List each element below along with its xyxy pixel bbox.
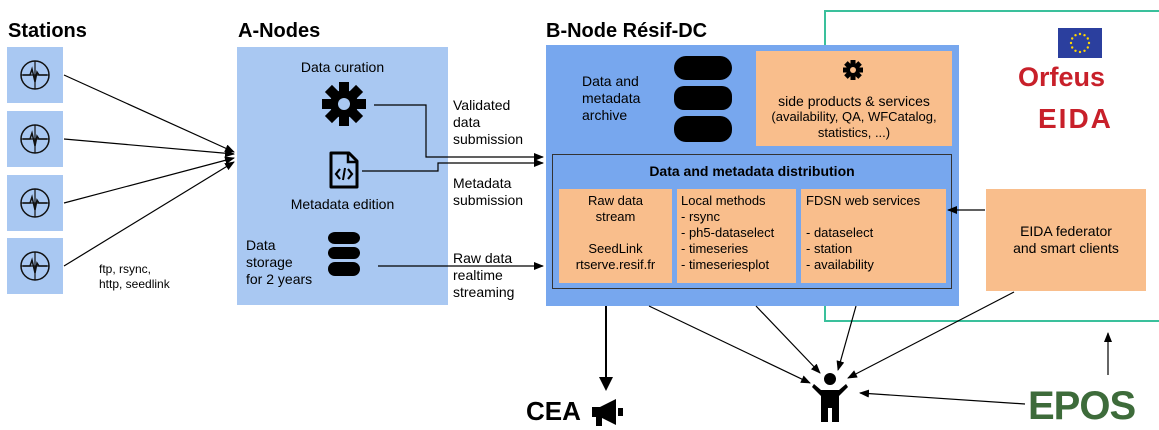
raw-stream-box — [559, 189, 672, 283]
seismometer-icon — [20, 124, 50, 154]
archive-line: metadata — [582, 90, 641, 106]
raw-streaming-label: Raw data realtime streaming — [453, 250, 514, 301]
protocols-line: http, seedlink — [99, 277, 170, 291]
archive-line: Data and — [582, 73, 639, 89]
raw-stream-line: Raw data — [588, 193, 643, 208]
orfeus-logo: Orfeus — [1018, 62, 1106, 92]
station-box — [7, 111, 63, 167]
user-arrow — [755, 305, 821, 374]
metadata-edition-label: Metadata edition — [290, 196, 395, 212]
local-method-item: - ph5-dataselect — [681, 225, 775, 240]
station-box — [7, 47, 63, 103]
gear-icon — [843, 60, 863, 80]
seismometer-icon — [20, 251, 50, 281]
distribution-box — [552, 154, 952, 289]
eida-federator-box — [986, 189, 1146, 291]
user-arrow — [847, 291, 1015, 379]
fdsn-title: FDSN web services — [806, 193, 921, 208]
flow-line: submission — [453, 131, 524, 147]
protocols-label: ftp, rsync, http, seedlink — [99, 262, 170, 292]
local-methods-label: Local methods - rsync - ph5-dataselect -… — [681, 193, 774, 273]
epos-logo: EPOS — [1028, 384, 1136, 428]
metadata-submission-label: Metadata submission — [453, 175, 523, 209]
archive-label: Data and metadata archive — [582, 73, 640, 124]
local-methods-title: Local methods — [681, 193, 766, 208]
eida-line: and smart clients — [1013, 240, 1119, 256]
local-method-item: - timeseries — [681, 241, 749, 256]
flow-line: data — [453, 114, 481, 130]
validated-submission-label: Validated data submission — [453, 97, 523, 148]
station-arrow — [63, 138, 235, 158]
eu-flag-icon — [1058, 28, 1102, 58]
station-arrow — [63, 156, 235, 204]
flow-line: realtime — [453, 267, 503, 283]
seedlink-line: SeedLink — [588, 241, 643, 256]
fdsn-label: FDSN web services - dataselect - station… — [806, 193, 920, 273]
local-methods-box — [677, 189, 796, 283]
side-line: (availability, QA, WFCatalog, — [771, 109, 937, 124]
user-icon — [812, 373, 848, 422]
eida-federator-label: EIDA federator and smart clients — [986, 223, 1146, 257]
bnode-title: B-Node Résif-DC — [546, 20, 708, 42]
data-storage-label: Data storage for 2 years — [246, 237, 312, 288]
epos-user-arrow — [859, 389, 1026, 405]
distribution-title: Data and metadata distribution — [649, 163, 855, 179]
raw-stream-label: Raw data stream SeedLink rtserve.resif.f… — [559, 193, 672, 273]
validated-arrow — [374, 104, 544, 161]
gear-icon — [322, 82, 366, 126]
seismometer-icon — [20, 60, 50, 90]
stations-title: Stations — [8, 20, 87, 42]
cea-label: CEA — [526, 396, 581, 426]
code-file-icon — [329, 151, 359, 189]
storage-line: for 2 years — [246, 271, 313, 287]
fdsn-item: - dataselect — [806, 225, 874, 240]
database-icon — [328, 232, 360, 276]
fdsn-item: - station — [806, 241, 853, 256]
seedlink-url: rtserve.resif.fr — [575, 257, 656, 272]
eida-line: EIDA federator — [1020, 223, 1112, 239]
megaphone-icon — [592, 399, 623, 426]
station-box — [7, 238, 63, 294]
side-products-label: side products & services (availability, … — [756, 93, 952, 141]
local-method-item: - rsync — [681, 209, 720, 224]
seismometer-icon — [20, 188, 50, 218]
database-icon — [674, 56, 732, 142]
station-box — [7, 175, 63, 231]
archive-line: archive — [582, 107, 628, 123]
protocols-line: ftp, rsync, — [99, 262, 152, 276]
user-arrow — [648, 305, 811, 384]
side-line: side products & services — [778, 93, 930, 109]
anodes-title: A-Nodes — [238, 20, 321, 42]
eida-logo: EIDA — [1038, 103, 1113, 134]
metadata-arrow — [362, 159, 544, 172]
raw-stream-line: stream — [595, 209, 636, 224]
flow-line: Validated — [453, 97, 511, 113]
station-arrow — [63, 74, 235, 153]
flow-line: streaming — [453, 284, 515, 300]
data-curation-label: Data curation — [300, 59, 385, 75]
user-arrow — [836, 305, 857, 371]
fdsn-item: - availability — [806, 257, 874, 272]
flow-line: Raw data — [453, 250, 513, 266]
local-method-item: - timeseriesplot — [681, 257, 770, 272]
storage-line: Data — [246, 237, 276, 253]
storage-line: storage — [246, 254, 293, 270]
flow-line: submission — [453, 192, 524, 208]
station-arrow — [63, 161, 235, 267]
flow-line: Metadata — [453, 175, 512, 191]
side-line: statistics, ...) — [817, 125, 891, 140]
fdsn-box — [801, 189, 946, 283]
